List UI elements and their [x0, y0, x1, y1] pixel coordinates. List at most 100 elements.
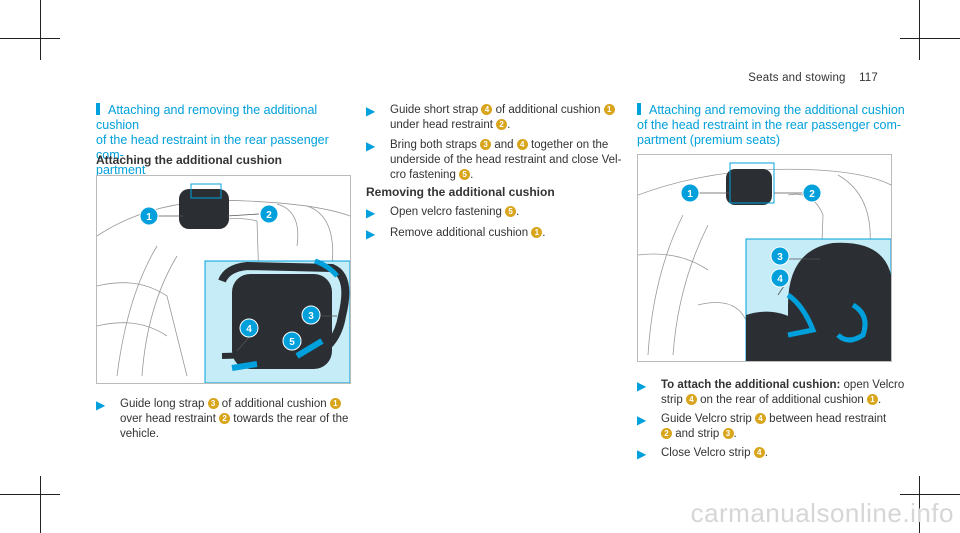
instruction-step: ▶ To attach the additional cushion: open… — [637, 378, 931, 408]
step-text: . — [470, 169, 474, 181]
instruction-step: ▶ Bring both straps 3 and 4 together on … — [366, 138, 645, 183]
number-badge: 4 — [481, 104, 493, 115]
step-text: Guide Velcro strip — [661, 413, 752, 425]
premium-cushion-illustration: 1 2 3 4 — [638, 162, 891, 361]
step-text: towards the rear of the — [233, 413, 349, 425]
step-text: and strip — [675, 428, 720, 440]
heading-line-2: of the head restraint in the rear passen… — [96, 133, 329, 162]
page-number: 117 — [859, 72, 878, 84]
instruction-step: ▶ Close Velcro strip 4. — [637, 446, 931, 461]
crop-mark — [900, 494, 960, 495]
step-text: vehicle. — [120, 428, 159, 440]
crop-mark — [0, 494, 60, 495]
crop-mark — [919, 476, 920, 533]
heading-line-3: partment (premium seats) — [637, 133, 781, 147]
step-text: . — [507, 119, 511, 131]
number-badge: 4 — [753, 447, 765, 458]
step-text: Close Velcro strip — [661, 447, 751, 459]
heading-line-1: Attaching and removing the additional cu… — [96, 103, 318, 132]
watermark: carmanualsonline.info — [690, 498, 954, 528]
step-arrow-icon: ▶ — [366, 227, 376, 241]
crop-mark — [40, 476, 41, 533]
step-text: between head restraint — [769, 413, 887, 425]
callout-2: 2 — [266, 210, 272, 221]
instruction-step: ▶ Guide long strap 3 of additional cushi… — [96, 397, 380, 442]
step-text: under head restraint — [390, 119, 493, 131]
number-badge: 3 — [480, 139, 492, 150]
figure-premium-head-restraint: 1 2 3 4 — [637, 154, 892, 362]
step-text: . — [733, 428, 737, 440]
step-text: Guide short strap — [390, 104, 479, 116]
callout-5: 5 — [289, 337, 295, 348]
step-arrow-icon: ▶ — [366, 206, 376, 220]
figure-head-restraint-cushion: 1 2 3 4 5 — [96, 175, 351, 384]
number-badge: 1 — [867, 394, 879, 405]
subheading: Attaching the additional cushion — [96, 153, 282, 167]
number-badge: 4 — [685, 394, 697, 405]
callout-3: 3 — [777, 252, 783, 263]
number-badge: 4 — [516, 139, 528, 150]
number-badge: 4 — [754, 413, 766, 424]
step-text: Remove additional cushion — [390, 227, 529, 239]
step-arrow-icon: ▶ — [96, 398, 106, 412]
step-text: Bring both straps — [390, 139, 477, 151]
step-text: open Velcro — [843, 379, 905, 391]
callout-4: 4 — [777, 274, 783, 285]
step-text: on the rear of additional cushion — [700, 394, 864, 406]
step-text: Guide long strap — [120, 398, 205, 410]
callout-1: 1 — [146, 212, 152, 223]
number-badge: 2 — [219, 413, 231, 424]
heading-marker — [637, 103, 641, 115]
step-text: together on the — [530, 139, 609, 151]
step-arrow-icon: ▶ — [366, 139, 376, 153]
heading-line-2: of the head restraint in the rear passen… — [637, 118, 902, 132]
number-badge: 1 — [531, 227, 543, 238]
step-text: over head restraint — [120, 413, 216, 425]
step-arrow-icon: ▶ — [637, 379, 647, 393]
heading-line-3: partment — [96, 163, 146, 177]
heading-marker — [96, 103, 100, 115]
number-badge: 5 — [505, 206, 517, 217]
step-label: To attach the additional cushion: — [661, 379, 841, 391]
callout-2: 2 — [809, 189, 815, 200]
crop-mark — [0, 38, 60, 39]
step-text: . — [542, 227, 546, 239]
running-header: Seats and stowing 117 — [748, 72, 878, 84]
number-badge: 2 — [496, 119, 508, 130]
step-text: Open velcro fastening — [390, 206, 502, 218]
step-text: . — [764, 447, 768, 459]
callout-3: 3 — [308, 311, 314, 322]
right-section-heading: Attaching and removing the additional cu… — [637, 103, 907, 148]
instruction-step: ▶ Open velcro fastening 5. — [366, 205, 645, 220]
number-badge: 3 — [207, 398, 219, 409]
step-text: and — [494, 139, 514, 151]
number-badge: 1 — [603, 104, 615, 115]
subheading: Removing the additional cushion — [366, 185, 555, 199]
step-text: . — [516, 206, 520, 218]
instruction-step: ▶ Guide Velcro strip 4 between head rest… — [637, 412, 931, 442]
crop-mark — [919, 0, 920, 60]
number-badge: 5 — [459, 169, 471, 180]
section-title: Seats and stowing — [748, 72, 846, 84]
cushion-illustration: 1 2 3 4 5 — [97, 183, 350, 383]
number-badge: 1 — [329, 398, 341, 409]
step-text: cro fastening — [390, 169, 456, 181]
crop-mark — [900, 38, 960, 39]
step-text: strip — [661, 394, 683, 406]
step-text: of additional cushion — [495, 104, 601, 116]
step-text: of additional cushion — [221, 398, 327, 410]
crop-mark — [40, 0, 41, 60]
step-arrow-icon: ▶ — [366, 104, 376, 118]
callout-4: 4 — [246, 324, 252, 335]
instruction-step: ▶ Remove additional cushion 1. — [366, 226, 645, 241]
instruction-step: ▶ Guide short strap 4 of additional cush… — [366, 103, 645, 133]
callout-1: 1 — [687, 189, 693, 200]
heading-line-1: Attaching and removing the additional cu… — [649, 103, 905, 117]
number-badge: 2 — [661, 428, 672, 439]
step-arrow-icon: ▶ — [637, 447, 647, 461]
step-text: underside of the head restraint and clos… — [390, 154, 622, 166]
number-badge: 3 — [722, 428, 734, 439]
section-heading: Attaching and removing the additional cu… — [96, 103, 356, 178]
step-text: . — [878, 394, 882, 406]
step-arrow-icon: ▶ — [637, 413, 647, 427]
